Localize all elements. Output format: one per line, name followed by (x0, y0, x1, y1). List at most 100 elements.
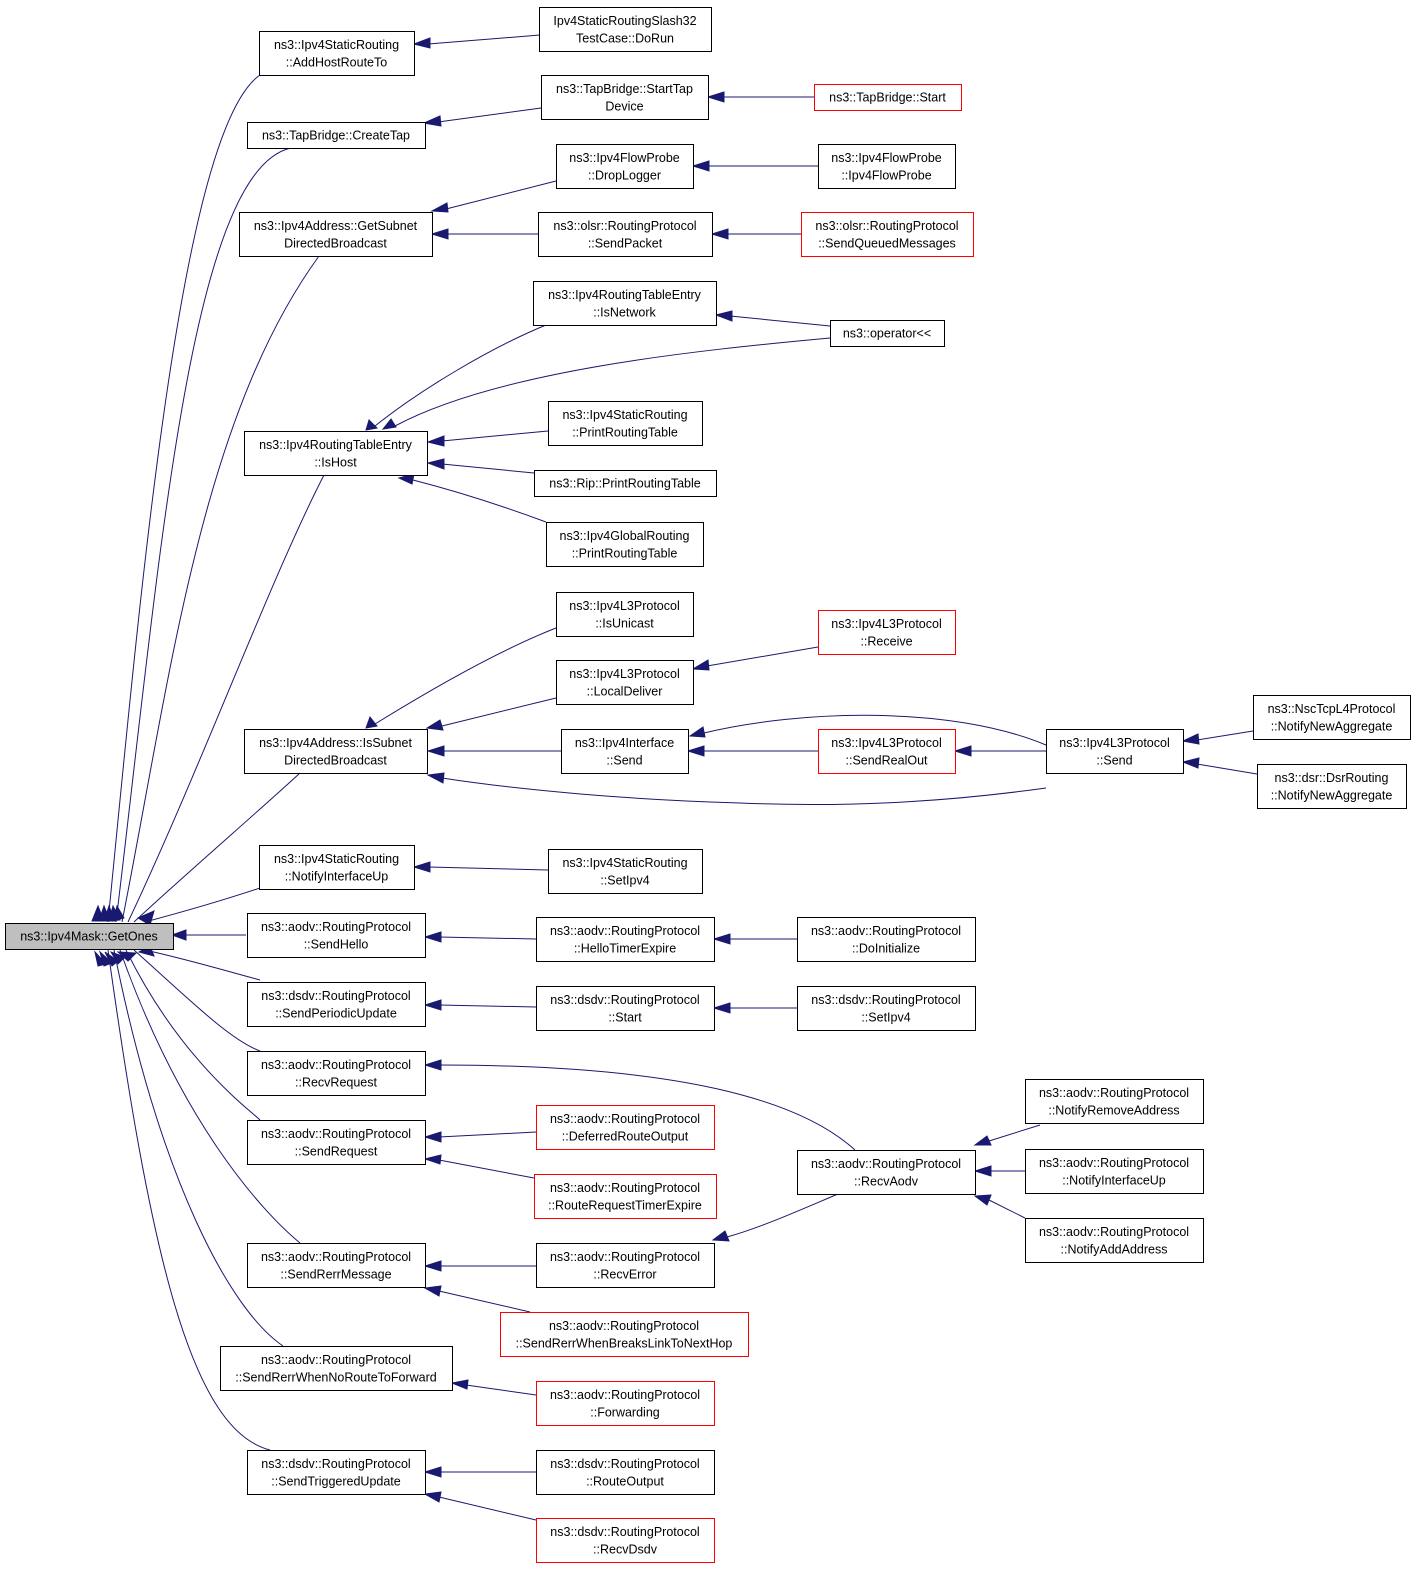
function-node[interactable]: ns3::aodv::RoutingProtocol::RecvAodv (797, 1150, 976, 1195)
edge-line (441, 463, 535, 474)
node-box (548, 401, 703, 446)
call-edge (426, 458, 535, 474)
node-label-line: DirectedBroadcast (284, 237, 387, 251)
function-node[interactable]: ns3::Ipv4RoutingTableEntry::IsNetwork (533, 281, 717, 326)
function-node[interactable]: ns3::dsdv::RoutingProtocol::Start (536, 986, 715, 1031)
node-label-line: ns3::operator<< (843, 327, 931, 341)
function-node[interactable]: ns3::aodv::RoutingProtocol::NotifyAddAdd… (1025, 1218, 1204, 1263)
node-box (536, 917, 715, 962)
node-label-line: ns3::olsr::RoutingProtocol (815, 219, 958, 233)
edge-arrowhead (112, 904, 125, 922)
edge-arrowhead (423, 1491, 442, 1503)
function-node[interactable]: ns3::dsdv::RoutingProtocol::SendTriggere… (247, 1450, 426, 1495)
function-node[interactable]: ns3::Ipv4L3Protocol::Receive (818, 610, 956, 655)
node-label-line: ::Forwarding (590, 1406, 660, 1420)
node-label-line: ns3::aodv::RoutingProtocol (261, 920, 411, 934)
edge-arrowhead (423, 1131, 442, 1143)
call-edge (973, 1165, 1025, 1177)
function-node[interactable]: ns3::Ipv4RoutingTableEntry::IsHost (244, 431, 428, 476)
edge-line (988, 1199, 1026, 1219)
call-edges (91, 34, 1258, 1521)
edge-line (706, 646, 819, 667)
function-node[interactable]: ns3::Ipv4FlowProbe::Ipv4FlowProbe (818, 144, 956, 189)
edge-arrowhead (953, 745, 972, 757)
edge-arrowhead (714, 310, 733, 322)
function-node[interactable]: ns3::Ipv4L3Protocol::Send (1046, 729, 1184, 774)
call-edge (112, 772, 301, 923)
call-edge (425, 697, 557, 731)
edge-line (441, 697, 557, 727)
edge-line (133, 949, 261, 1052)
function-node[interactable]: ns3::Rip::PrintRoutingTable (534, 470, 717, 497)
call-edge (426, 745, 561, 757)
node-box (1046, 729, 1184, 774)
node-label-line: ns3::aodv::RoutingProtocol (261, 1353, 411, 1367)
node-box (546, 522, 704, 567)
node-box (830, 320, 945, 347)
function-node[interactable]: ns3::Ipv4L3Protocol::LocalDeliver (556, 660, 694, 705)
node-label-line: ::IsHost (314, 456, 357, 470)
function-node[interactable]: ns3::Ipv4L3Protocol::IsUnicast (556, 592, 694, 637)
function-node[interactable]: ns3::aodv::RoutingProtocol::SendRequest (247, 1120, 426, 1165)
function-node[interactable]: ns3::aodv::RoutingProtocol::HelloTimerEx… (536, 917, 715, 962)
function-node[interactable]: ns3::dsdv::RoutingProtocol::SendPeriodic… (247, 982, 426, 1027)
function-node[interactable]: ns3::Ipv4StaticRouting::NotifyInterfaceU… (259, 845, 415, 890)
function-node[interactable]: ns3::dsdv::RoutingProtocol::RecvDsdv (536, 1518, 715, 1563)
node-label-line: ns3::Ipv4StaticRouting (274, 38, 399, 52)
edge-arrowhead (412, 37, 431, 49)
function-node[interactable]: ns3::aodv::RoutingProtocol::SendRerrWhen… (220, 1346, 453, 1391)
call-edge (423, 1154, 535, 1179)
edge-arrowhead (711, 1230, 730, 1242)
node-label-line: ::PrintRoutingTable (572, 426, 678, 440)
call-edge (714, 310, 831, 327)
node-label-line: ::SendRerrMessage (280, 1268, 391, 1282)
function-node[interactable]: ns3::Ipv4FlowProbe::DropLogger (556, 144, 694, 189)
call-edge (430, 228, 538, 240)
function-node[interactable]: ns3::Ipv4Address::IsSubnetDirectedBroadc… (244, 729, 428, 774)
function-node[interactable]: ns3::Ipv4L3Protocol::SendRealOut (818, 729, 956, 774)
function-node[interactable]: ns3::aodv::RoutingProtocol::DeferredRout… (536, 1105, 715, 1150)
function-node[interactable]: ns3::TapBridge::CreateTap (247, 122, 426, 149)
function-node[interactable]: ns3::aodv::RoutingProtocol::SendRerrWhen… (500, 1312, 749, 1357)
function-node[interactable]: ns3::aodv::RoutingProtocol::RouteRequest… (534, 1174, 717, 1219)
function-node[interactable]: ns3::dsdv::RoutingProtocol::RouteOutput (536, 1450, 715, 1495)
function-node[interactable]: ns3::olsr::RoutingProtocol::SendPacket (538, 212, 713, 257)
edge-arrowhead (712, 1002, 731, 1014)
function-node[interactable]: ns3::aodv::RoutingProtocol::NotifyInterf… (1025, 1149, 1204, 1194)
function-node[interactable]: ns3::TapBridge::Start (814, 84, 962, 111)
function-node[interactable]: ns3::dsr::DsrRouting::NotifyNewAggregate (1257, 764, 1407, 809)
call-edge (691, 160, 818, 172)
function-node[interactable]: ns3::Ipv4GlobalRouting::PrintRoutingTabl… (546, 522, 704, 567)
edge-line (119, 949, 301, 1244)
function-node[interactable]: ns3::aodv::RoutingProtocol::Forwarding (536, 1381, 715, 1426)
function-node[interactable]: ns3::operator<< (830, 320, 945, 347)
function-node[interactable]: ns3::dsdv::RoutingProtocol::SetIpv4 (797, 986, 976, 1031)
node-label-line: ::SendPeriodicUpdate (275, 1007, 397, 1021)
function-node[interactable]: ns3::Ipv4StaticRouting::SetIpv4 (548, 849, 703, 894)
function-node[interactable]: ns3::Ipv4Address::GetSubnetDirectedBroad… (239, 212, 433, 257)
edge-line (1196, 763, 1258, 775)
root-function-node[interactable]: ns3::Ipv4Mask::GetOnes (5, 923, 174, 950)
node-label-line: ::SetIpv4 (600, 874, 649, 888)
function-node[interactable]: ns3::Ipv4Interface::Send (561, 729, 689, 774)
node-box (536, 1105, 715, 1150)
node-label-line: ns3::Ipv4FlowProbe (831, 151, 942, 165)
function-node[interactable]: ns3::aodv::RoutingProtocol::RecvError (536, 1243, 715, 1288)
node-label-line: ::Ipv4FlowProbe (841, 169, 931, 183)
call-edge (103, 255, 320, 923)
function-node[interactable]: ns3::Ipv4StaticRouting::AddHostRouteTo (259, 31, 415, 76)
edge-line (125, 949, 261, 1121)
function-node[interactable]: ns3::NscTcpL4Protocol::NotifyNewAggregat… (1253, 695, 1411, 740)
function-node[interactable]: ns3::aodv::RoutingProtocol::SendRerrMess… (247, 1243, 426, 1288)
function-node[interactable]: ns3::aodv::RoutingProtocol::DoInitialize (797, 917, 976, 962)
function-node[interactable]: ns3::Ipv4StaticRouting::PrintRoutingTabl… (548, 401, 703, 446)
function-node[interactable]: ns3::aodv::RoutingProtocol::RecvRequest (247, 1051, 426, 1096)
edge-arrowhead (136, 910, 155, 926)
call-edge (710, 228, 801, 240)
edge-arrowhead (973, 1194, 992, 1206)
function-node[interactable]: ns3::aodv::RoutingProtocol::NotifyRemove… (1025, 1079, 1204, 1124)
function-node[interactable]: ns3::olsr::RoutingProtocol::SendQueuedMe… (801, 212, 974, 257)
function-node[interactable]: ns3::aodv::RoutingProtocol::SendHello (247, 913, 426, 958)
